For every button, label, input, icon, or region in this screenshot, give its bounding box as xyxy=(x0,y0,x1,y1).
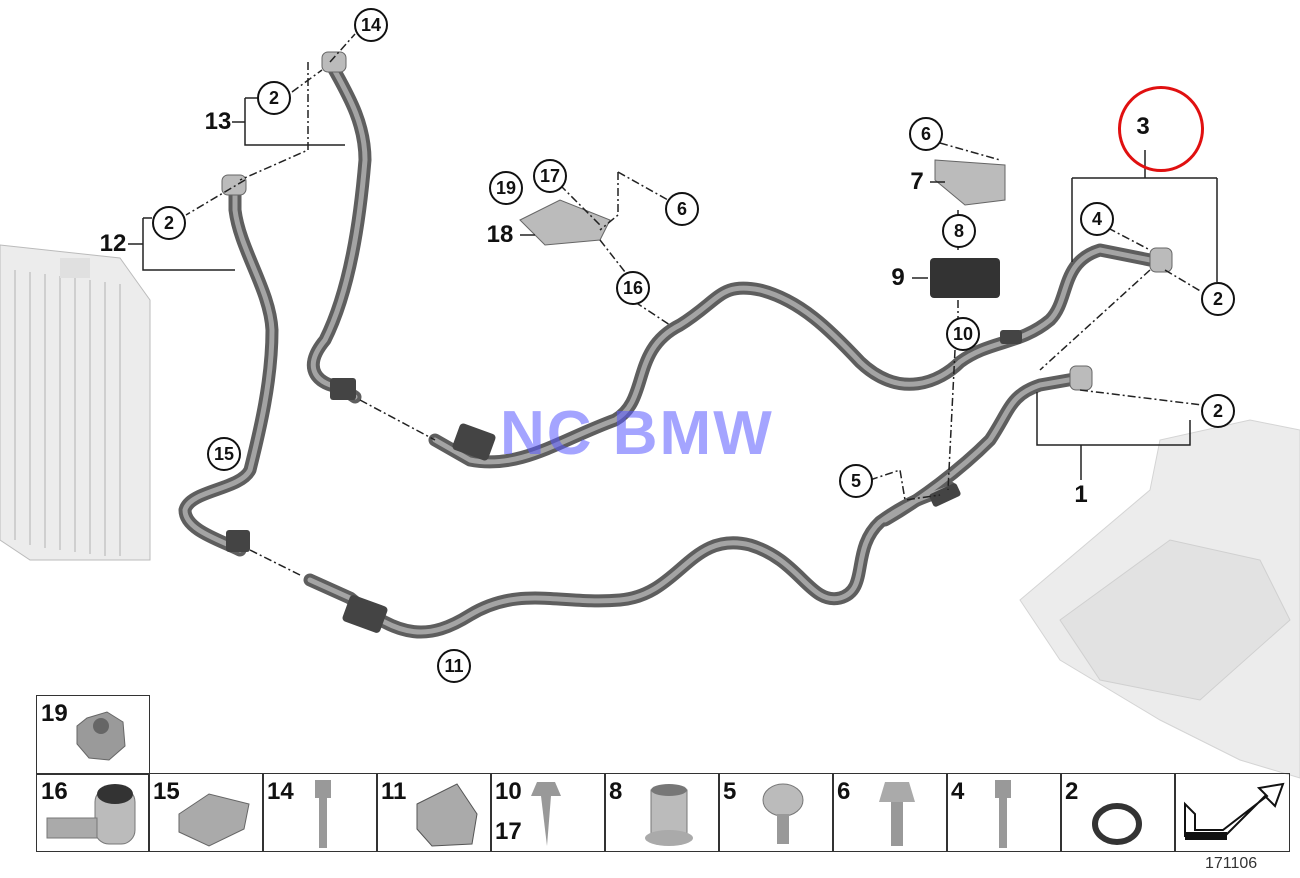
part-number: 5 xyxy=(723,778,737,805)
part-number: 16 xyxy=(41,778,68,805)
callout-5[interactable]: 5 xyxy=(839,464,873,498)
part-number: 6 xyxy=(837,778,851,805)
bolt-icon xyxy=(315,780,331,848)
callout-14[interactable]: 14 xyxy=(354,8,388,42)
part-number: 15 xyxy=(153,778,180,805)
label-3[interactable]: 3 xyxy=(1136,113,1150,140)
watermark: NC BMW xyxy=(500,399,774,468)
part-cell-4[interactable]: 4 xyxy=(946,773,1062,852)
hose-11 xyxy=(303,481,957,639)
label-9[interactable]: 9 xyxy=(891,264,905,291)
clip-icon xyxy=(178,793,250,847)
hex-bolt-icon xyxy=(879,782,915,846)
label-12[interactable]: 12 xyxy=(99,230,127,257)
pan-head-screw-icon xyxy=(762,783,804,844)
callout-2[interactable]: 2 xyxy=(1201,394,1235,428)
label-18[interactable]: 18 xyxy=(486,221,514,248)
radiator xyxy=(0,244,151,561)
part-number: 8 xyxy=(609,778,623,805)
part-number: 2 xyxy=(1065,778,1079,805)
part-cell-11[interactable]: 11 xyxy=(376,773,492,852)
part-number: 19 xyxy=(41,700,68,727)
part-cell-16[interactable]: 16 xyxy=(36,773,150,852)
double-clip-icon xyxy=(416,783,478,847)
bushing-clip-icon xyxy=(46,784,136,845)
part-number: 11 xyxy=(381,778,407,805)
part-cell-arrow xyxy=(1174,773,1290,852)
sleeve-icon xyxy=(645,784,693,846)
o-ring-icon xyxy=(1092,803,1142,845)
callout-19[interactable]: 19 xyxy=(489,171,523,205)
part-cell-2[interactable]: 2 xyxy=(1060,773,1176,852)
callout-2[interactable]: 2 xyxy=(152,206,186,240)
part-cell-5[interactable]: 5 xyxy=(718,773,834,852)
part-cell-15[interactable]: 15 xyxy=(148,773,264,852)
part-cell-19[interactable]: 19 xyxy=(36,695,150,775)
callout-4[interactable]: 4 xyxy=(1080,202,1114,236)
part-cell-14[interactable]: 14 xyxy=(262,773,378,852)
highlight-ring xyxy=(1118,86,1204,172)
bolt-icon xyxy=(995,780,1011,848)
nut-icon xyxy=(76,711,126,761)
callout-17[interactable]: 17 xyxy=(533,159,567,193)
callout-6[interactable]: 6 xyxy=(665,192,699,226)
callout-10[interactable]: 10 xyxy=(946,317,980,351)
label-7[interactable]: 7 xyxy=(910,168,924,195)
part-cell-8[interactable]: 8 xyxy=(604,773,720,852)
direction-arrow-icon xyxy=(1184,782,1285,840)
diagram-number: 171106 xyxy=(1205,855,1258,872)
part-number: 10 xyxy=(495,778,522,805)
callout-15[interactable]: 15 xyxy=(207,437,241,471)
callout-8[interactable]: 8 xyxy=(942,214,976,248)
callout-16[interactable]: 16 xyxy=(616,271,650,305)
part-cell-6[interactable]: 6 xyxy=(832,773,948,852)
callout-6[interactable]: 6 xyxy=(909,117,943,151)
label-1[interactable]: 1 xyxy=(1074,481,1088,508)
screw-icon xyxy=(531,782,561,846)
part-number: 17 xyxy=(495,818,522,845)
engine-oil-sump xyxy=(1019,419,1300,779)
label-13[interactable]: 13 xyxy=(204,108,232,135)
part-number: 4 xyxy=(951,778,965,805)
callout-11[interactable]: 11 xyxy=(437,649,471,683)
part-number: 14 xyxy=(267,778,294,805)
callout-2[interactable]: 2 xyxy=(257,81,291,115)
callout-2[interactable]: 2 xyxy=(1201,282,1235,316)
